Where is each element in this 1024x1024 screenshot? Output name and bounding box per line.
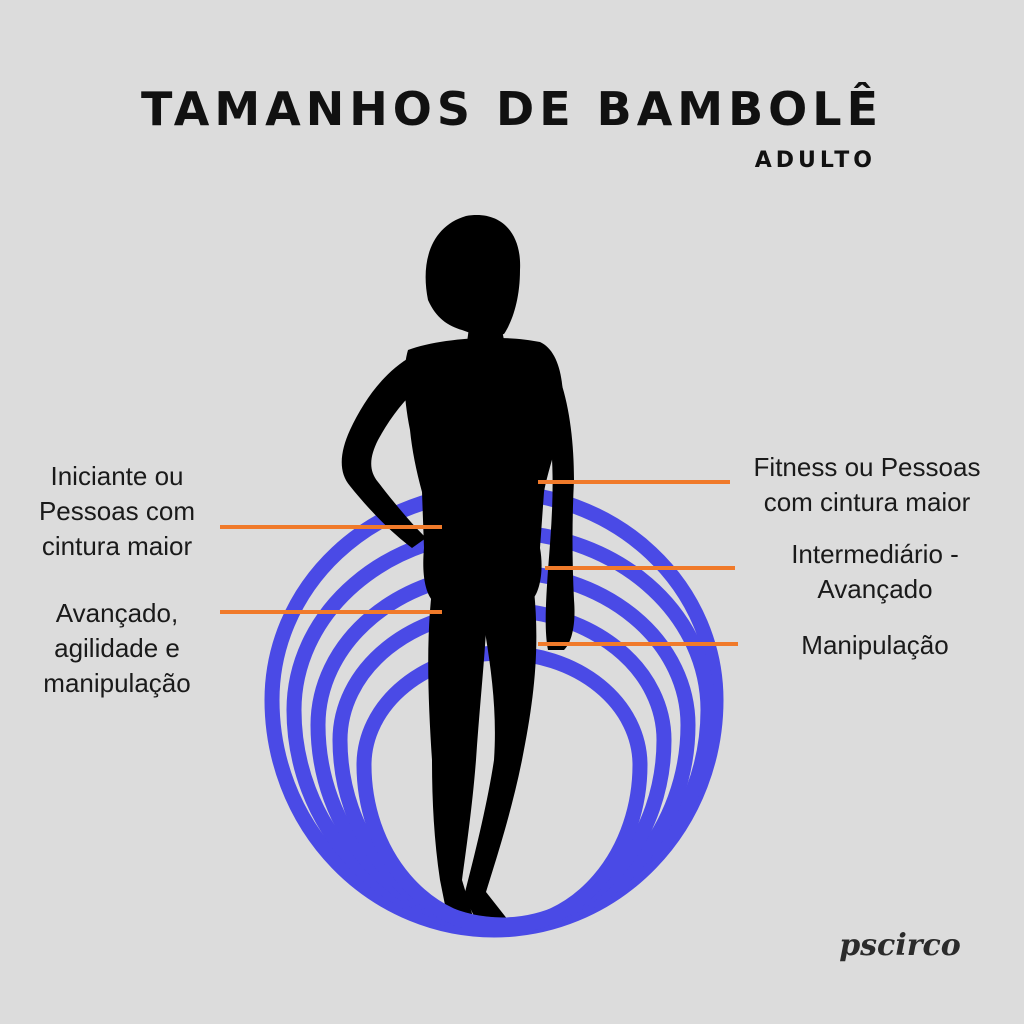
silhouette-hair-head bbox=[425, 215, 521, 338]
silhouette-right-leg bbox=[464, 590, 537, 920]
label-fitness: Fitness ou Pessoas com cintura maior bbox=[753, 452, 981, 517]
hoops-front bbox=[264, 699, 724, 938]
silhouette-left-leg bbox=[428, 590, 488, 920]
brand-logo: pscirco bbox=[839, 928, 961, 963]
page-title: TAMANHOS DE BAMBOLÊ bbox=[141, 82, 883, 136]
label-intermediate-advanced: Intermediário - Avançado bbox=[791, 539, 959, 604]
hoop-5-front bbox=[356, 764, 648, 935]
label-manipulation: Manipulação bbox=[801, 630, 949, 660]
silhouette-torso bbox=[404, 337, 564, 600]
woman-silhouette bbox=[341, 215, 575, 920]
leader-lines bbox=[220, 480, 738, 646]
label-beginner: Iniciante ou Pessoas com cintura maior bbox=[38, 461, 196, 561]
label-advanced-agility: Avançado, agilidade e manipulação bbox=[43, 598, 191, 698]
silhouette-right-arm bbox=[540, 350, 575, 650]
page-subtitle: ADULTO bbox=[754, 148, 876, 173]
silhouette-left-arm bbox=[341, 356, 426, 548]
